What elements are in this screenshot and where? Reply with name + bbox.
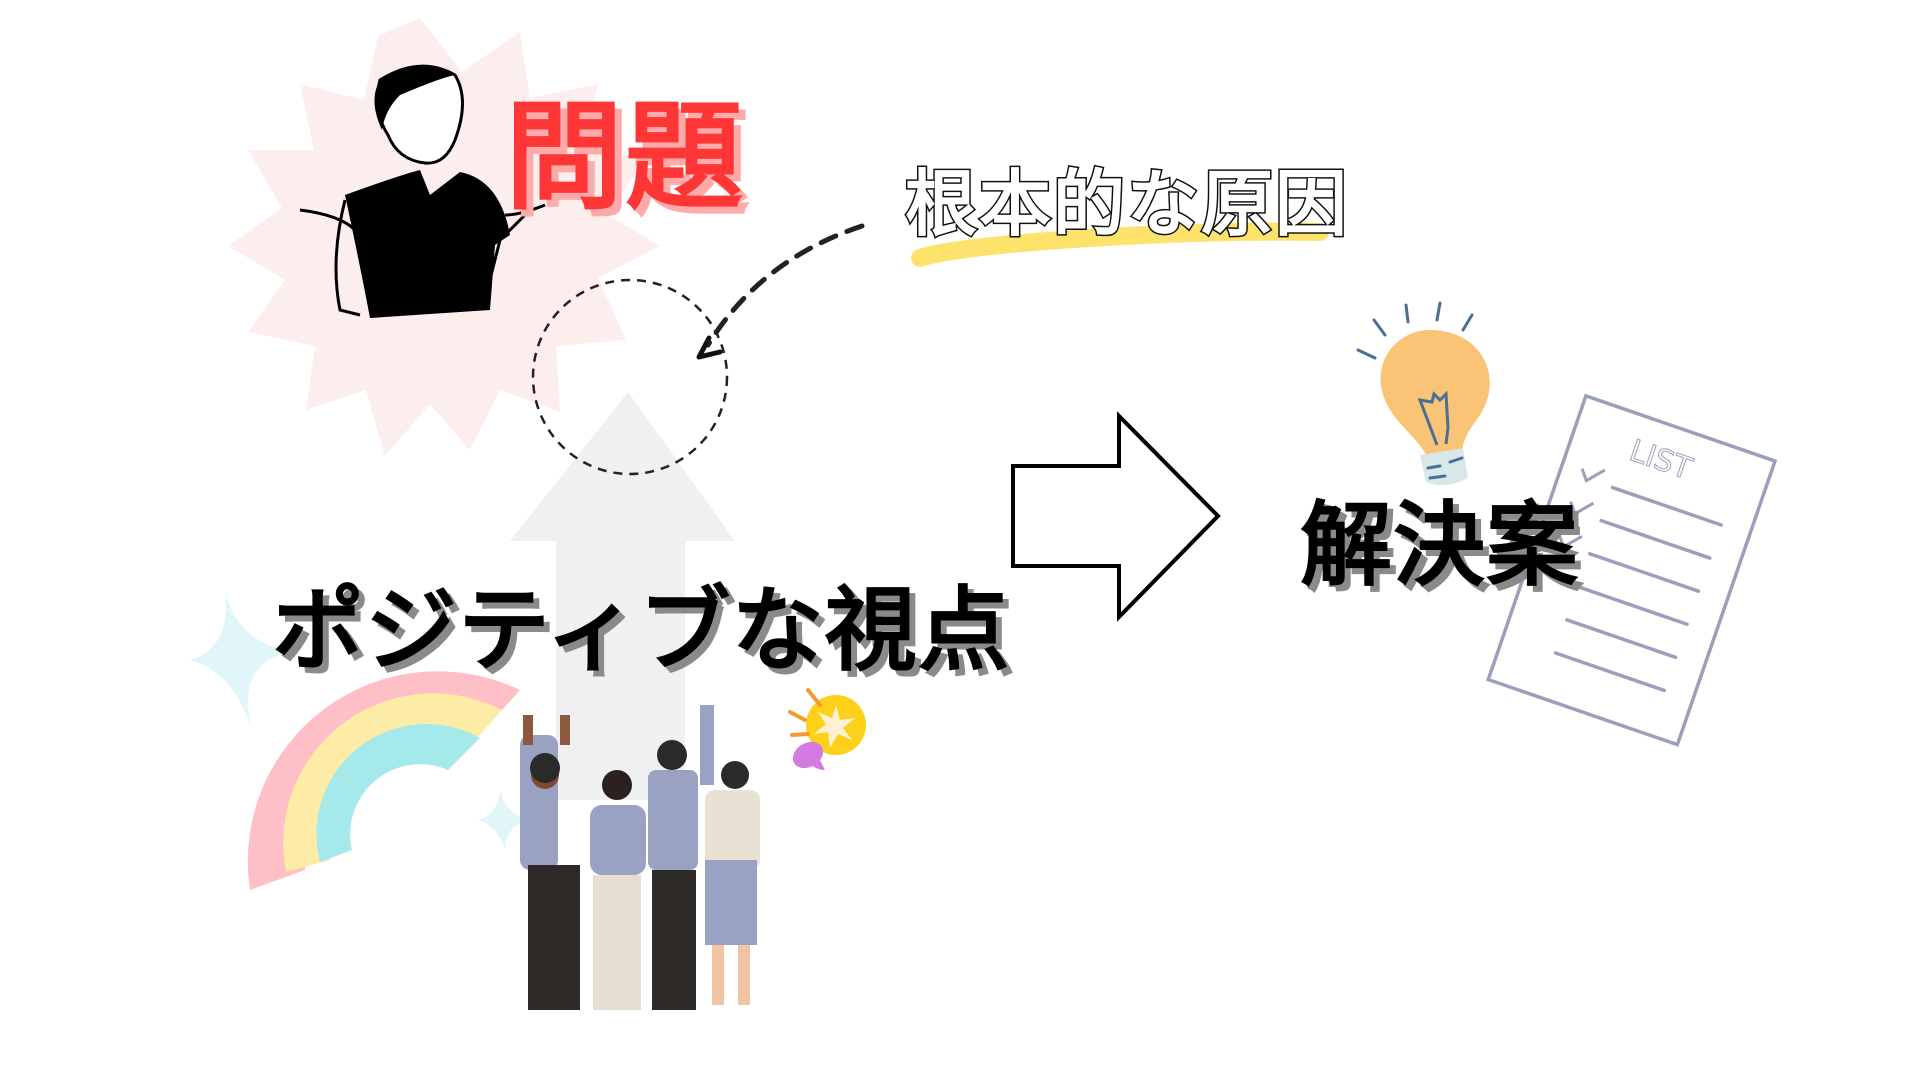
cheering-people-icon [520, 705, 760, 1010]
check-icon [1557, 534, 1583, 550]
check-icon [1580, 468, 1606, 483]
checklist-icon: LIST [1486, 393, 1778, 747]
highlight-underline [911, 222, 1329, 267]
check-icon [1569, 501, 1595, 516]
dashed-circle [531, 278, 729, 476]
sparkle-icon [478, 790, 530, 850]
solution-lightbulb-icon [1356, 301, 1490, 486]
shrugging-person-icon [299, 64, 546, 318]
list-title: LIST [1625, 433, 1697, 487]
right-arrow-shape[interactable] [1011, 411, 1221, 622]
lightbulb-icon [788, 688, 866, 770]
solution-label: 解決案 [1300, 492, 1580, 599]
positive-view-label: ポジティブな視点 [272, 577, 1011, 684]
sparkle-icon [190, 590, 290, 730]
curve-arrowhead-icon [696, 335, 723, 360]
rainbow-icon [247, 671, 520, 890]
problem-label: 問題 [505, 88, 746, 226]
dashed-curve-arrow [705, 223, 865, 348]
root-cause-label: 根本的な原因 [903, 162, 1350, 246]
up-arrow-shape [510, 392, 735, 800]
